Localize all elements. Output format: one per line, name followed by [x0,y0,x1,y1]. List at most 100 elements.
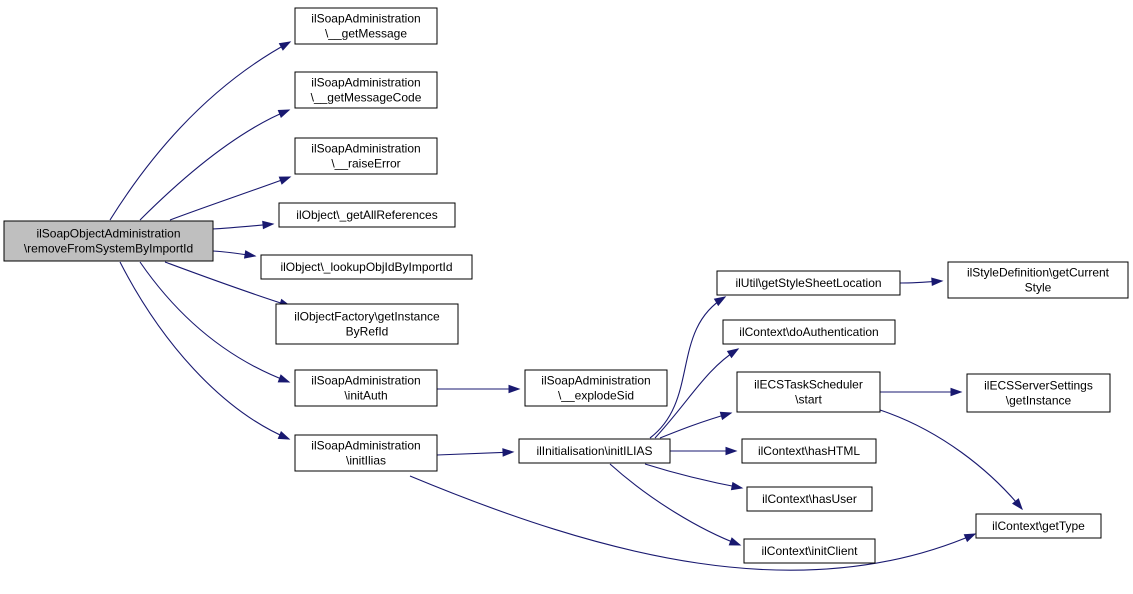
node-label: Style [1025,281,1052,295]
node-box [716,270,901,296]
node-label: ilObjectFactory\getInstance [294,310,440,324]
node-label: ilContext\initClient [761,544,858,558]
node-label: \__explodeSid [558,389,634,403]
node-getMessage[interactable]: ilSoapAdministration\__getMessage [294,7,438,45]
node-label: ilContext\doAuthentication [739,325,878,339]
arrowhead-icon [277,109,291,118]
edge-initIlias-to-initILIAS [436,448,515,457]
node-label: ilObject\_getAllReferences [296,208,437,222]
edge-initILIAS-to-initClient [609,463,742,546]
arrowhead-icon [277,374,291,383]
node-ecsServerSettings[interactable]: ilECSServerSettings\getInstance [966,373,1111,413]
node-raiseError[interactable]: ilSoapAdministration\__raiseError [294,137,438,175]
node-doAuthentication[interactable]: ilContext\doAuthentication [722,319,896,345]
node-box [743,538,876,564]
edge-line [654,348,739,439]
node-box [275,303,459,345]
node-label: ilSoapAdministration [311,76,420,90]
arrowhead-icon [713,296,727,307]
edge-line [879,409,1023,510]
node-box [3,220,214,262]
edge-line [409,475,976,571]
arrowhead-icon [508,384,521,394]
node-label: ilContext\getType [992,519,1085,533]
node-box [260,254,473,280]
arrowhead-icon [277,430,291,440]
node-box [975,513,1102,539]
edge-initIlias-to-getType [409,475,977,571]
node-box [294,369,438,407]
node-label: \removeFromSystemByImportId [24,242,193,256]
node-label: ilECSServerSettings [984,379,1093,393]
edge-line [139,109,290,221]
node-initIlias[interactable]: ilSoapAdministration\initIlias [294,434,438,472]
call-graph-edges [109,41,1023,571]
edge-initILIAS-to-getStyleSheetLocation [649,296,727,439]
node-label: \__getMessage [325,27,407,41]
node-label: ilSoapAdministration [311,439,420,453]
node-label: \__raiseError [331,157,400,171]
edge-initAuth-to-explodeSid [437,384,521,394]
edge-ecsStart-to-getType [879,409,1023,511]
node-getStyleSheetLocation[interactable]: ilUtil\getStyleSheetLocation [716,270,901,296]
node-label: ByRefId [346,325,389,339]
node-explodeSid[interactable]: ilSoapAdministration\__explodeSid [524,369,668,407]
node-label: ilContext\hasUser [762,492,857,506]
node-getType[interactable]: ilContext\getType [975,513,1102,539]
edge-initILIAS-to-hasHTML [669,446,738,456]
node-box [278,202,456,228]
arrowhead-icon [950,387,963,397]
node-label: ilContext\hasHTML [758,444,860,458]
edge-initILIAS-to-hasUser [644,463,744,491]
node-box [294,137,438,175]
arrowhead-icon [278,41,292,51]
arrowhead-icon [725,446,738,456]
edge-line [436,451,514,456]
node-box [518,438,671,464]
node-label: ilSoapAdministration [311,142,420,156]
node-label: \getInstance [1006,394,1072,408]
arrowhead-icon [728,537,742,546]
edge-initILIAS-to-doAuthentication [654,348,740,439]
edge-line [164,261,291,307]
edge-ecsStart-to-ecsServerSettings [880,387,963,397]
arrowhead-icon [262,220,275,230]
node-box [741,438,877,464]
node-ecsStart[interactable]: ilECSTaskScheduler\start [736,371,881,413]
node-getMessageCode[interactable]: ilSoapAdministration\__getMessageCode [294,71,438,109]
node-getAllReferences[interactable]: ilObject\_getAllReferences [278,202,456,228]
node-hasHTML[interactable]: ilContext\hasHTML [741,438,877,464]
node-label: ilInitialisation\initILIAS [536,444,652,458]
node-label: \initAuth [344,389,387,403]
arrowhead-icon [726,348,740,359]
node-box [294,434,438,472]
node-label: \initIlias [346,454,386,468]
arrowhead-icon [719,411,733,421]
edge-root-to-getMessage [109,41,292,221]
node-box [966,373,1111,413]
node-box [524,369,668,407]
node-box [947,261,1129,299]
node-label: \start [795,393,822,407]
node-lookupObjId[interactable]: ilObject\_lookupObjIdByImportId [260,254,473,280]
node-label: ilObject\_lookupObjIdByImportId [280,260,452,274]
node-root[interactable]: ilSoapObjectAdministration\removeFromSys… [3,220,214,262]
arrowhead-icon [502,448,515,457]
node-label: ilSoapAdministration [311,12,420,26]
node-initILIAS[interactable]: ilInitialisation\initILIAS [518,438,671,464]
node-initAuth[interactable]: ilSoapAdministration\initAuth [294,369,438,407]
edge-line [609,463,741,546]
edge-root-to-initAuth [139,261,291,383]
node-label: ilStyleDefinition\getCurrent [967,266,1110,280]
edge-line [644,463,743,489]
edge-line [119,261,290,440]
edge-line [169,176,291,221]
node-hasUser[interactable]: ilContext\hasUser [746,486,873,512]
node-initClient[interactable]: ilContext\initClient [743,538,876,564]
edge-line [139,261,290,383]
edge-initILIAS-to-ecsStart [659,411,733,439]
edge-line [649,296,726,439]
